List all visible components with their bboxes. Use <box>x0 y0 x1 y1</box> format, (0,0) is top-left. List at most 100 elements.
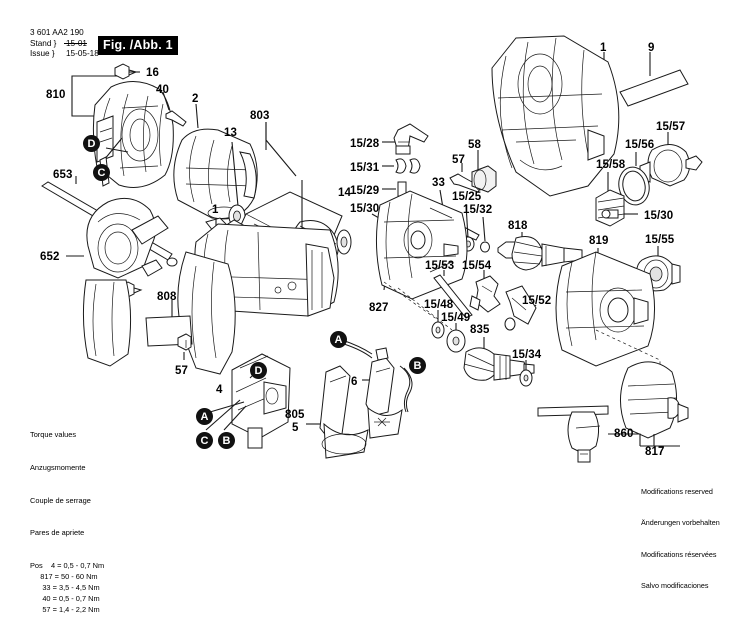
callout-835: 835 <box>470 324 490 336</box>
callout-57: 57 <box>175 365 188 377</box>
callout-15-30: 15/30 <box>350 203 380 215</box>
part-15-31-rings <box>382 158 421 174</box>
callout-817: 817 <box>645 446 665 458</box>
part-57-screw-b <box>449 163 482 193</box>
callout-14: 14 <box>338 187 351 199</box>
assembly-mark-c: C <box>93 164 110 181</box>
part-15-56-ring <box>618 152 650 206</box>
part-number: 3 601 AA2 190 <box>30 28 84 37</box>
torque-row: 40 = 0,5 - 0,7 Nm <box>30 594 100 604</box>
assembly-mark-a: A <box>330 331 347 348</box>
exploded-view-diagram-sheet: .ln{fill:none;stroke:#1a1a1a;stroke-widt… <box>30 28 720 614</box>
part-15-54-shift-fork <box>469 270 501 313</box>
mods-line-de: Änderungen vorbehalten <box>641 518 720 528</box>
callout-15-30: 15/30 <box>644 210 674 222</box>
drawing-canvas: .ln{fill:none;stroke:#1a1a1a;stroke-widt… <box>41 35 703 463</box>
callout-810: 810 <box>46 89 66 101</box>
torque-row: 57 = 1,4 - 2,2 Nm <box>30 605 100 615</box>
callout-818: 818 <box>508 220 528 232</box>
callout-15-29: 15/29 <box>350 185 380 197</box>
part-1-housing-left-half <box>177 218 339 375</box>
part-805-cord-assembly <box>306 365 369 459</box>
callout-6: 6 <box>351 376 358 388</box>
mods-line-es: Salvo modificaciones <box>641 580 709 590</box>
part-817-chuck <box>608 361 689 447</box>
torque-values-block: Torque values Anzugsmomente Couple de se… <box>30 408 104 638</box>
assembly-mark-b: B <box>409 357 426 374</box>
callout-15-32: 15/32 <box>463 204 493 216</box>
stand-value-struck: 15-01 <box>66 39 87 49</box>
callout-5: 5 <box>292 422 299 434</box>
callout-40: 40 <box>156 84 169 96</box>
part-58-bushing <box>471 150 497 193</box>
callout-16: 16 <box>146 67 159 79</box>
part-1-housing-right-half <box>491 35 620 197</box>
part-6-cord-grip <box>341 339 413 439</box>
part-9-nameplate <box>619 52 689 107</box>
figure-label: Fig. /Abb. 1 <box>98 36 178 55</box>
callout-15-52: 15/52 <box>522 295 552 307</box>
callout-1: 1 <box>212 204 219 216</box>
assembly-mark-a: A <box>196 408 213 425</box>
callout-15-28: 15/28 <box>350 138 380 150</box>
assembly-mark-c: C <box>196 432 213 449</box>
callout-653: 653 <box>53 169 73 181</box>
part-827-gear-housing <box>375 190 468 300</box>
part-818-spindle-gear <box>497 232 583 271</box>
torque-row: Pos 4 = 0,5 - 0,7 Nm <box>30 561 105 571</box>
part-15-34-washer <box>519 360 533 387</box>
part-15-30-pin-b <box>601 209 638 219</box>
part-15-53-rod <box>433 270 473 319</box>
torque-title-fr: Couple de serrage <box>30 495 91 505</box>
callout-803: 803 <box>250 110 270 122</box>
part-15-49-washer <box>446 323 466 353</box>
part-4-switch <box>205 353 291 449</box>
mods-line-en: Modifications reserved <box>641 486 713 496</box>
callout-808: 808 <box>157 291 177 303</box>
assembly-mark-d: D <box>250 362 267 379</box>
assembly-mark-b: B <box>218 432 235 449</box>
part-15-32-oring <box>480 216 490 253</box>
callout-15-57: 15/57 <box>656 121 686 133</box>
torque-row: 817 = 50 - 60 Nm <box>30 572 98 582</box>
part-15-28-selector-knob <box>382 123 429 155</box>
torque-row: 33 = 3,5 - 4,5 Nm <box>30 583 100 593</box>
callout-33: 33 <box>432 177 445 189</box>
part-57-screw-a <box>177 333 192 360</box>
callout-15-53: 15/53 <box>425 260 455 272</box>
part-819-gear-housing <box>555 248 656 367</box>
torque-title-en: Torque values <box>30 429 77 439</box>
part-15-48-washer <box>431 310 445 339</box>
callout-15-48: 15/48 <box>424 299 454 311</box>
callout-15-56: 15/56 <box>625 139 655 151</box>
part-40-screw <box>162 91 187 127</box>
part-860-chuck-key <box>537 405 609 463</box>
callout-57: 57 <box>452 154 465 166</box>
issue-value: 15-05-18 <box>66 49 99 58</box>
callout-58: 58 <box>468 139 481 151</box>
callout-819: 819 <box>589 235 609 247</box>
callout-15-54: 15/54 <box>462 260 492 272</box>
torque-rows: Pos 4 = 0,5 - 0,7 Nm 817 = 50 - 60 Nm 33… <box>30 561 104 616</box>
callout-4: 4 <box>216 384 223 396</box>
callout-13: 13 <box>224 127 237 139</box>
callout-15-31: 15/31 <box>350 162 380 174</box>
callout-9: 9 <box>648 42 655 54</box>
modifications-note: Modifications reserved Änderungen vorbeh… <box>641 466 720 612</box>
callout-1: 1 <box>600 42 607 54</box>
callout-15-25: 15/25 <box>452 191 482 203</box>
callout-652: 652 <box>40 251 60 263</box>
issue-label: Issue } <box>30 49 55 58</box>
torque-title-es: Pares de apriete <box>30 528 85 538</box>
part-652-aux-handle <box>66 197 169 367</box>
callout-15-55: 15/55 <box>645 234 675 246</box>
mods-line-fr: Modifications réservées <box>641 549 717 559</box>
callout-15-34: 15/34 <box>512 349 542 361</box>
part-2-field-stator <box>173 103 258 220</box>
lead-dash-1 <box>383 281 439 321</box>
callout-15-49: 15/49 <box>441 312 471 324</box>
callout-2: 2 <box>192 93 199 105</box>
callout-827: 827 <box>369 302 389 314</box>
callout-15-58: 15/58 <box>596 159 626 171</box>
callout-805: 805 <box>285 409 305 421</box>
